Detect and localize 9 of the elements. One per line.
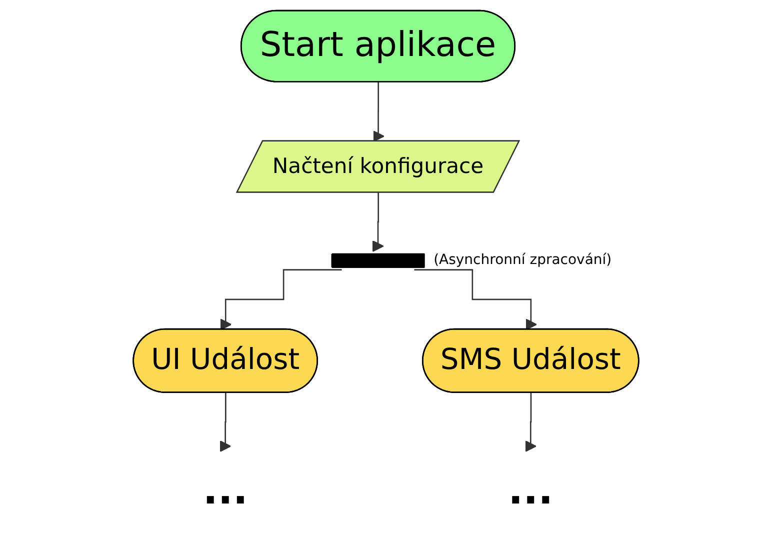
- node-text: ...: [202, 468, 248, 514]
- node-text: ...: [508, 468, 553, 514]
- annotation-text: (Asynchronní zpracování): [434, 252, 612, 268]
- arrow: [372, 82, 384, 142]
- arrow: [220, 269, 342, 330]
- arrow: [219, 392, 231, 452]
- arrow: [414, 269, 536, 330]
- arrow: [524, 392, 536, 452]
- arrow: [372, 192, 384, 252]
